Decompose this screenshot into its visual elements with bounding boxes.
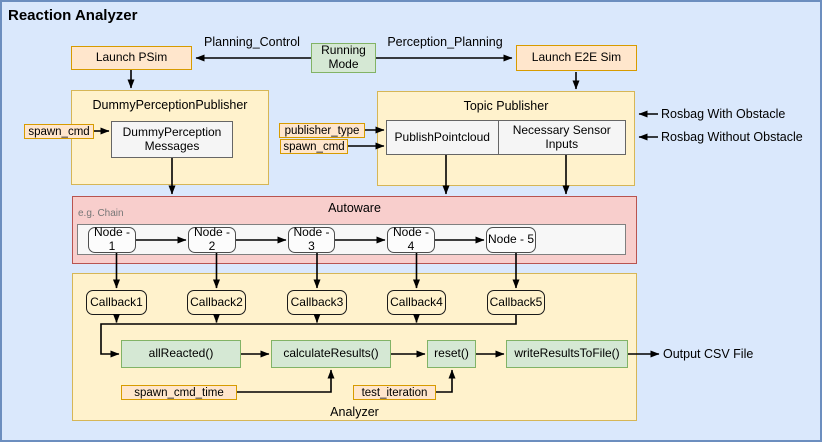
callback-4: Callback4 xyxy=(387,290,446,315)
write-results-to-file-box: writeResultsToFile() xyxy=(506,340,628,368)
spawn-cmd-box-right: spawn_cmd xyxy=(280,139,348,154)
launch-psim-box: Launch PSim xyxy=(71,46,192,70)
node-3: Node - 3 xyxy=(288,225,335,253)
callback-2: Callback2 xyxy=(187,290,246,315)
node-4: Node - 4 xyxy=(387,225,435,253)
publisher-cells: PublishPointcloud Necessary Sensor Input… xyxy=(386,120,626,155)
callback-3: Callback3 xyxy=(287,290,347,315)
page-title: Reaction Analyzer xyxy=(8,7,138,24)
node-chain-strip xyxy=(77,224,626,255)
launch-e2e-sim-box: Launch E2E Sim xyxy=(516,45,637,71)
all-reacted-box: allReacted() xyxy=(121,340,241,368)
perception-planning-label: Perception_Planning xyxy=(387,35,503,49)
spawn-cmd-time-box: spawn_cmd_time xyxy=(121,385,237,400)
test-iteration-box: test_iteration xyxy=(353,385,436,400)
reset-box: reset() xyxy=(427,340,476,368)
calculate-results-box: calculateResults() xyxy=(271,340,391,368)
spawn-cmd-box-left: spawn_cmd xyxy=(24,124,94,139)
dummy-perception-publisher-title: DummyPerceptionPublisher xyxy=(92,98,248,112)
analyzer-title: Analyzer xyxy=(330,405,379,419)
node-2: Node - 2 xyxy=(188,225,236,253)
rosbag-with-obstacle-label: Rosbag With Obstacle xyxy=(661,107,786,121)
autoware-title: Autoware xyxy=(328,201,381,215)
callback-1: Callback1 xyxy=(86,290,147,315)
necessary-sensor-inputs-cell: Necessary Sensor Inputs xyxy=(497,121,626,154)
callback-5: Callback5 xyxy=(487,290,545,315)
dummy-perception-messages-box: DummyPerception Messages xyxy=(111,121,233,158)
rosbag-without-obstacle-label: Rosbag Without Obstacle xyxy=(661,130,803,144)
planning-control-label: Planning_Control xyxy=(204,35,300,49)
node-1: Node - 1 xyxy=(88,225,136,253)
running-mode-box: Running Mode xyxy=(311,43,376,73)
topic-publisher-title: Topic Publisher xyxy=(463,99,549,113)
output-csv-file-label: Output CSV File xyxy=(663,347,754,361)
publisher-type-box: publisher_type xyxy=(279,123,365,138)
chain-hint-label: e.g. Chain xyxy=(78,208,124,219)
publish-pointcloud-cell: PublishPointcloud xyxy=(394,129,490,144)
node-5: Node - 5 xyxy=(486,227,536,253)
